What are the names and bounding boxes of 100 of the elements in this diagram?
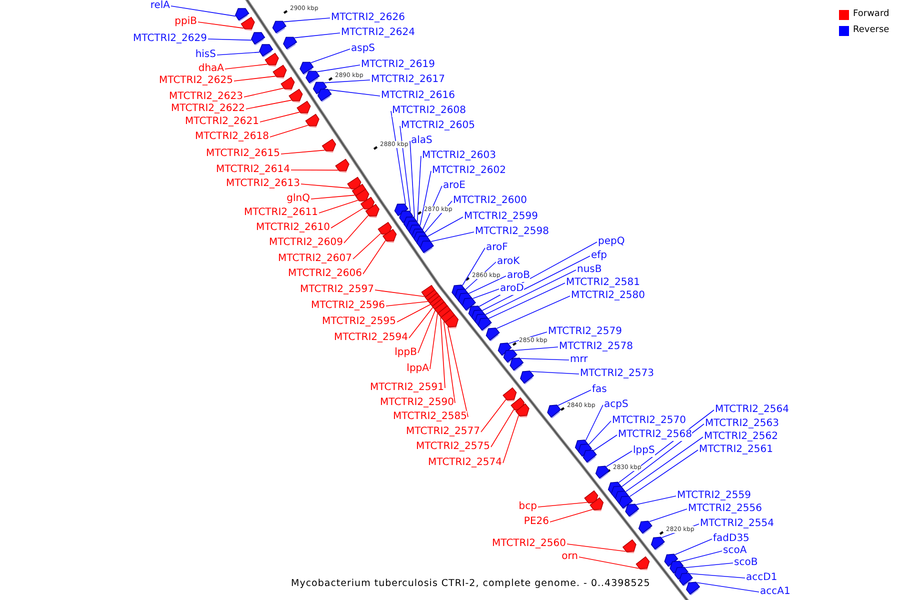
gene-marker (444, 314, 459, 328)
gene-label: MTCTRI2_2600 (453, 195, 527, 207)
gene-label: MTCTRI2_2608 (392, 105, 466, 117)
leader-line (684, 562, 734, 568)
gene-label: MTCTRI2_2594 (334, 332, 408, 344)
gene-label: MTCTRI2_2554 (700, 518, 774, 530)
leader-line (488, 282, 566, 319)
leader-line (324, 80, 370, 84)
leader-line (418, 310, 436, 354)
gene-label: MTCTRI2_2595 (322, 316, 396, 328)
gene-marker (280, 76, 295, 91)
leader-line (216, 52, 260, 56)
leader-line (408, 307, 434, 338)
leader-line (374, 290, 424, 297)
gene-marker (515, 403, 530, 418)
leader-line (482, 256, 590, 311)
gene-label: MTCTRI2_2598 (475, 226, 549, 238)
gene-marker (590, 497, 604, 512)
leader-line (674, 538, 712, 555)
gene-label: MTCTRI2_2596 (311, 300, 385, 312)
gene-label: MTCTRI2_2575 (416, 441, 490, 453)
leader-line (352, 233, 381, 260)
leader-line (294, 32, 340, 38)
leader-line (472, 288, 500, 299)
gene-label: MTCTRI2_2607 (278, 253, 352, 265)
leader-line (410, 140, 415, 218)
gene-marker (686, 582, 700, 596)
leader-line (593, 434, 618, 451)
gene-label: MTCTRI2_2573 (580, 368, 654, 380)
gene-label: MTCTRI2_2603 (422, 150, 496, 162)
leader-line (290, 170, 338, 171)
leader-line (224, 64, 268, 70)
gene-label: MTCTRI2_2591 (370, 382, 444, 394)
leader-line (622, 424, 704, 487)
leader-line (462, 248, 486, 286)
gene-label: MTCTRI2_2562 (704, 431, 778, 443)
legend-label: Forward (853, 9, 890, 20)
leader-line (530, 371, 580, 374)
leader-line (480, 399, 506, 432)
leader-line (396, 304, 431, 322)
gene-label: MTCTRI2_2564 (715, 404, 789, 416)
gene-label: MTCTRI2_2590 (380, 397, 454, 409)
leader-line (443, 321, 456, 404)
leader-line (283, 18, 330, 22)
gene-label: MTCTRI2_2617 (371, 74, 445, 86)
gene-marker (240, 16, 255, 31)
gene-label: MTCTRI2_2622 (171, 103, 245, 115)
leader-line (390, 110, 406, 205)
leader-line (514, 346, 558, 351)
leader-line (260, 112, 300, 122)
gene-marker (382, 228, 397, 243)
gene-marker (272, 64, 287, 79)
gene-marker (296, 100, 311, 115)
gene-label: pepQ (598, 236, 625, 248)
gene-label: bcp (518, 501, 537, 513)
leader-line (246, 100, 292, 110)
leader-line (447, 326, 468, 418)
leader-line (696, 582, 760, 592)
gene-label: MTCTRI2_2579 (548, 326, 622, 338)
gene-label: aroB (507, 270, 530, 282)
leader-line (170, 6, 236, 17)
leader-line (344, 215, 369, 244)
leader-line (680, 550, 722, 562)
gene-marker (510, 358, 524, 372)
gene-label: glnQ (286, 193, 310, 205)
leader-line (636, 496, 676, 505)
gene-label: MTCTRI2_2626 (331, 12, 405, 24)
gene-label: MTCTRI2_2563 (705, 418, 779, 430)
gene-label: lppB (394, 347, 417, 359)
gene-label: MTCTRI2_2619 (361, 59, 435, 71)
leader-line (198, 22, 244, 29)
gene-label: MTCTRI2_2621 (185, 116, 259, 128)
gene-label: MTCTRI2_2618 (195, 131, 269, 143)
gene-label: MTCTRI2_2585 (393, 411, 467, 423)
leader-line (270, 124, 308, 138)
leader-line (490, 409, 514, 448)
gene-marker (272, 20, 286, 34)
leader-line (430, 232, 474, 242)
leader-line (485, 270, 576, 315)
leader-line (550, 509, 594, 522)
gene-marker (486, 328, 500, 342)
gene-marker (335, 158, 350, 173)
leader-line (330, 208, 364, 228)
leader-line (362, 240, 386, 274)
leader-line (420, 170, 432, 226)
gene-marker (636, 556, 650, 570)
gene-label: MTCTRI2_2611 (244, 207, 318, 219)
gene-label: MTCTRI2_2578 (559, 341, 633, 353)
gene-label: lppS (633, 445, 655, 457)
gene-marker (318, 88, 332, 102)
leader-line (427, 216, 464, 237)
gene-marker (547, 404, 562, 418)
gene-label: MTCTRI2_2613 (226, 178, 300, 190)
gene-label: MTCTRI2_2625 (159, 75, 233, 87)
gene-marker (235, 8, 250, 22)
leader-line (606, 450, 632, 467)
gene-marker (259, 44, 274, 58)
leader-line (648, 508, 688, 522)
leader-line (585, 404, 604, 441)
leader-line (316, 64, 360, 72)
